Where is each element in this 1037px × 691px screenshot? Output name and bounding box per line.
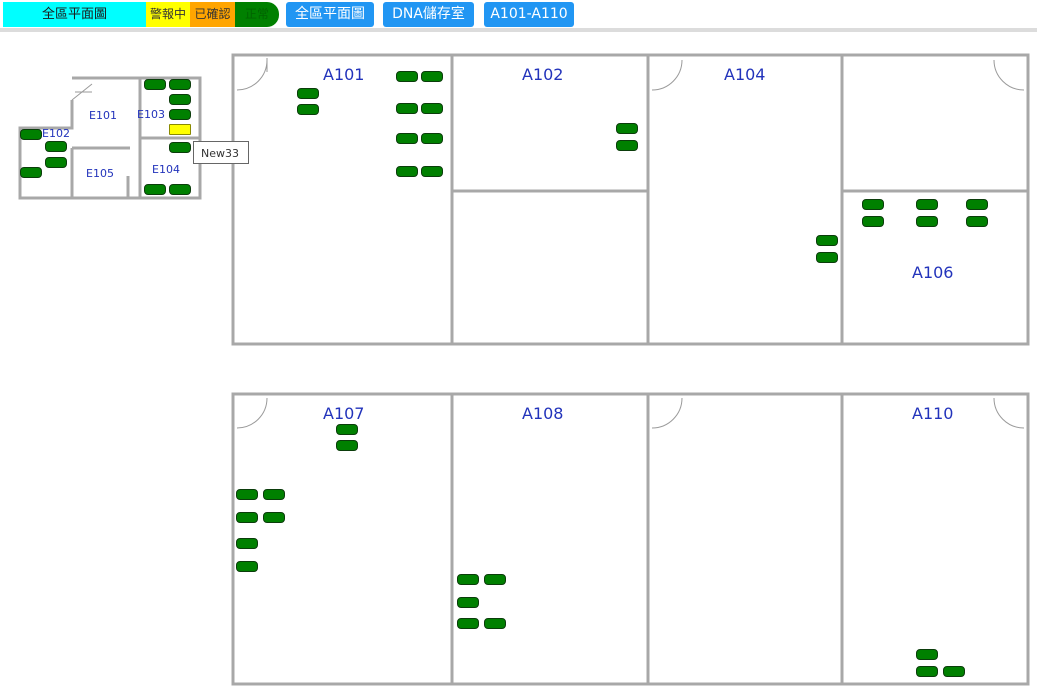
room-label-a110: A110 — [912, 404, 954, 423]
room-label-a102: A102 — [522, 65, 564, 84]
room-label-e104: E104 — [152, 163, 180, 176]
device-marker[interactable] — [816, 235, 838, 246]
device-marker[interactable] — [396, 103, 418, 114]
device-marker[interactable] — [396, 166, 418, 177]
device-marker[interactable] — [916, 649, 938, 660]
legend-normal: 正常 — [235, 2, 279, 27]
legend-title: 全區平面圖 — [3, 2, 146, 27]
device-marker[interactable] — [144, 79, 166, 90]
device-marker[interactable] — [457, 618, 479, 629]
room-label-e102: E102 — [42, 127, 70, 140]
device-marker[interactable] — [484, 618, 506, 629]
device-marker[interactable] — [966, 199, 988, 210]
device-marker[interactable] — [20, 129, 42, 140]
device-marker[interactable] — [236, 489, 258, 500]
device-marker[interactable] — [169, 109, 191, 120]
device-marker[interactable] — [169, 94, 191, 105]
device-marker[interactable] — [396, 71, 418, 82]
device-marker[interactable] — [20, 167, 42, 178]
device-marker[interactable] — [236, 538, 258, 549]
device-tooltip: New33 — [193, 141, 249, 164]
device-marker[interactable] — [616, 123, 638, 134]
device-marker[interactable] — [45, 141, 67, 152]
room-label-e105: E105 — [86, 167, 114, 180]
device-marker[interactable] — [236, 512, 258, 523]
device-marker[interactable] — [396, 133, 418, 144]
device-marker[interactable] — [966, 216, 988, 227]
device-marker[interactable] — [484, 574, 506, 585]
room-label-a108: A108 — [522, 404, 564, 423]
device-marker[interactable] — [144, 184, 166, 195]
device-marker-alarm[interactable] — [169, 124, 191, 135]
device-marker[interactable] — [816, 252, 838, 263]
device-marker[interactable] — [421, 71, 443, 82]
device-marker[interactable] — [916, 666, 938, 677]
legend-alarm: 警報中 — [146, 2, 190, 27]
device-marker[interactable] — [297, 88, 319, 99]
room-label-e103: E103 — [137, 108, 165, 121]
room-label-a104: A104 — [724, 65, 766, 84]
device-marker[interactable] — [862, 216, 884, 227]
device-marker[interactable] — [421, 166, 443, 177]
device-marker[interactable] — [916, 199, 938, 210]
dna-storage-button[interactable]: DNA儲存室 — [383, 2, 474, 27]
device-marker[interactable] — [236, 561, 258, 572]
device-marker[interactable] — [297, 104, 319, 115]
device-marker[interactable] — [169, 142, 191, 153]
device-marker[interactable] — [336, 424, 358, 435]
device-marker[interactable] — [943, 666, 965, 677]
toolbar: 全區平面圖 警報中 已確認 正常 全區平面圖 DNA儲存室 A101-A110 — [0, 0, 1037, 28]
room-label-e101: E101 — [89, 109, 117, 122]
device-marker[interactable] — [421, 103, 443, 114]
legend-acknowledged: 已確認 — [190, 2, 235, 27]
device-marker[interactable] — [421, 133, 443, 144]
device-marker[interactable] — [862, 199, 884, 210]
room-label-a107: A107 — [323, 404, 365, 423]
room-label-a101: A101 — [323, 65, 365, 84]
device-marker[interactable] — [263, 489, 285, 500]
mini-map: E101 E102 E103 E104 E105 — [0, 0, 260, 260]
device-marker[interactable] — [45, 157, 67, 168]
a101-a110-button[interactable]: A101-A110 — [484, 2, 574, 27]
device-marker[interactable] — [616, 140, 638, 151]
room-label-a106: A106 — [912, 263, 954, 282]
all-floorplan-button[interactable]: 全區平面圖 — [286, 2, 374, 27]
toolbar-divider — [0, 28, 1037, 32]
device-marker[interactable] — [169, 79, 191, 90]
device-marker[interactable] — [457, 574, 479, 585]
device-marker[interactable] — [169, 184, 191, 195]
device-marker[interactable] — [263, 512, 285, 523]
device-marker[interactable] — [457, 597, 479, 608]
device-marker[interactable] — [336, 440, 358, 451]
device-marker[interactable] — [916, 216, 938, 227]
